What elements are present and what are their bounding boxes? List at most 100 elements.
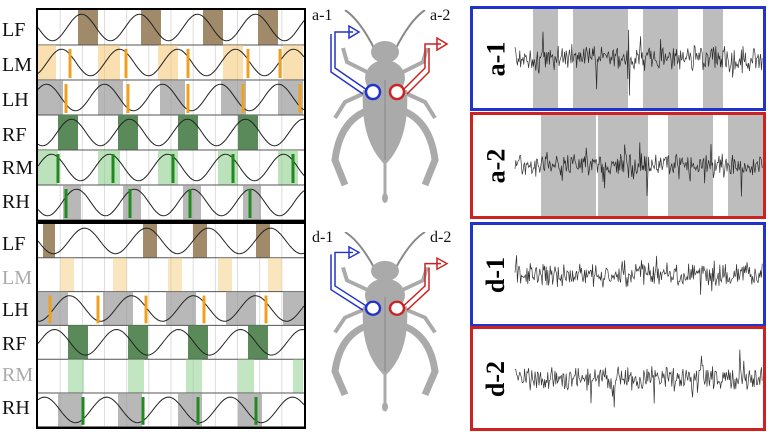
antenna-right — [394, 10, 426, 51]
leg-left-hind — [331, 106, 371, 187]
leg-left-front — [341, 47, 368, 74]
antenna-right — [394, 232, 426, 270]
stance-block — [283, 45, 303, 80]
cricket-head — [371, 260, 399, 282]
wire-left — [334, 31, 368, 91]
leg-label-rh-top: RH — [2, 191, 30, 213]
burst-shade — [533, 9, 558, 108]
stance-block — [118, 115, 138, 150]
stance-block — [243, 185, 261, 220]
leg-label-lm-top: LM — [2, 54, 32, 76]
arrow-right-icon — [436, 36, 449, 52]
joint-angle-trace — [38, 295, 304, 322]
joint-angle-trace — [38, 227, 304, 255]
joint-angle-trace — [38, 118, 304, 147]
leg-label-rh-bottom: RH — [2, 397, 30, 419]
joint-angle-trace — [38, 83, 304, 112]
leg-label-lh-top: LH — [2, 89, 29, 111]
stance-block — [188, 325, 208, 360]
emg-signal — [514, 142, 763, 197]
leg-left-front — [341, 266, 368, 292]
wire-left-2 — [330, 254, 364, 311]
stance-block — [178, 115, 198, 150]
wire-left-2 — [330, 34, 364, 95]
electrode-right-marker — [388, 83, 406, 101]
joint-angle-trace — [38, 13, 304, 42]
leg-label-rm-bottom: RM — [2, 364, 34, 386]
emg-signal — [514, 349, 763, 408]
cricket-bottom-right-label: d-2 — [430, 229, 452, 246]
cricket-head — [371, 41, 399, 63]
cricket-top-left-label: a-1 — [312, 7, 333, 24]
stance-block — [193, 224, 207, 258]
stance-block — [43, 224, 55, 258]
stance-block — [258, 10, 278, 45]
cricket-illustration-top — [330, 10, 449, 203]
cricket-bottom-left-label: d-1 — [312, 229, 334, 246]
recording-d2-trace — [514, 349, 763, 408]
emg-signal — [514, 29, 763, 96]
recording-a2: a-2 — [470, 112, 766, 219]
recording-a2-trace — [514, 115, 763, 216]
electrode-right-marker — [388, 300, 406, 316]
stance-block — [166, 291, 196, 326]
leg-left-mid — [333, 90, 368, 120]
recording-a1-label: a-1 — [481, 41, 511, 76]
stance-block — [256, 224, 270, 258]
recording-d2-label: d-2 — [481, 360, 510, 397]
cricket-ovipositor-tip — [382, 193, 388, 203]
stance-block — [58, 115, 78, 150]
joint-angle-trace — [38, 48, 304, 77]
stance-block — [38, 150, 58, 185]
stance-block — [68, 325, 88, 360]
arrow-right-icon — [436, 256, 449, 271]
recording-a1: a-1 — [470, 6, 766, 111]
burst-shade — [643, 9, 678, 108]
leg-label-rf-bottom: RF — [2, 333, 27, 355]
leg-right-mid — [402, 90, 437, 120]
wire-right — [402, 262, 441, 307]
stance-block — [158, 150, 178, 185]
leg-label-lh-bottom: LH — [2, 299, 29, 321]
joint-angle-trace — [38, 153, 304, 182]
leg-right-front — [402, 47, 429, 74]
gait-diagram-bottom-svg — [38, 224, 304, 427]
arrow-left-icon — [348, 24, 361, 40]
leg-label-rm-top: RM — [2, 157, 34, 179]
stance-block — [168, 257, 182, 292]
wire-right-2 — [406, 48, 430, 95]
stance-block — [248, 325, 268, 360]
stance-block — [183, 185, 201, 220]
stance-block — [98, 45, 120, 80]
recording-d1-trace — [514, 255, 763, 295]
leg-left-hind — [331, 321, 371, 396]
leg-right-hind — [399, 106, 439, 187]
wire-right-2 — [406, 267, 430, 311]
stance-block — [60, 257, 74, 292]
antenna-left — [344, 10, 376, 51]
stance-block — [218, 257, 232, 292]
stance-block — [158, 45, 178, 80]
leg-right-mid — [402, 306, 437, 334]
recording-d1-label: d-1 — [481, 256, 510, 293]
stance-block — [238, 359, 254, 393]
stance-block — [78, 10, 98, 45]
stance-block — [98, 150, 120, 185]
emg-signal — [514, 255, 763, 295]
electrode-left-marker — [364, 300, 382, 316]
stance-block — [128, 325, 148, 360]
recording-d2: d-2 — [470, 326, 766, 431]
joint-angle-trace — [38, 188, 304, 217]
joint-angle-trace — [38, 328, 304, 356]
stance-block — [141, 10, 161, 45]
leg-label-lm-bottom: LM — [2, 267, 32, 289]
cricket-ovipositor-tip — [382, 402, 388, 412]
stance-block — [160, 80, 185, 115]
leg-label-rf-top: RF — [2, 124, 27, 146]
stance-block — [113, 257, 127, 292]
stance-block — [238, 393, 262, 427]
stance-block — [128, 359, 144, 393]
stance-block — [123, 185, 141, 220]
stance-block — [68, 359, 84, 393]
recording-d1: d-1 — [470, 222, 766, 327]
